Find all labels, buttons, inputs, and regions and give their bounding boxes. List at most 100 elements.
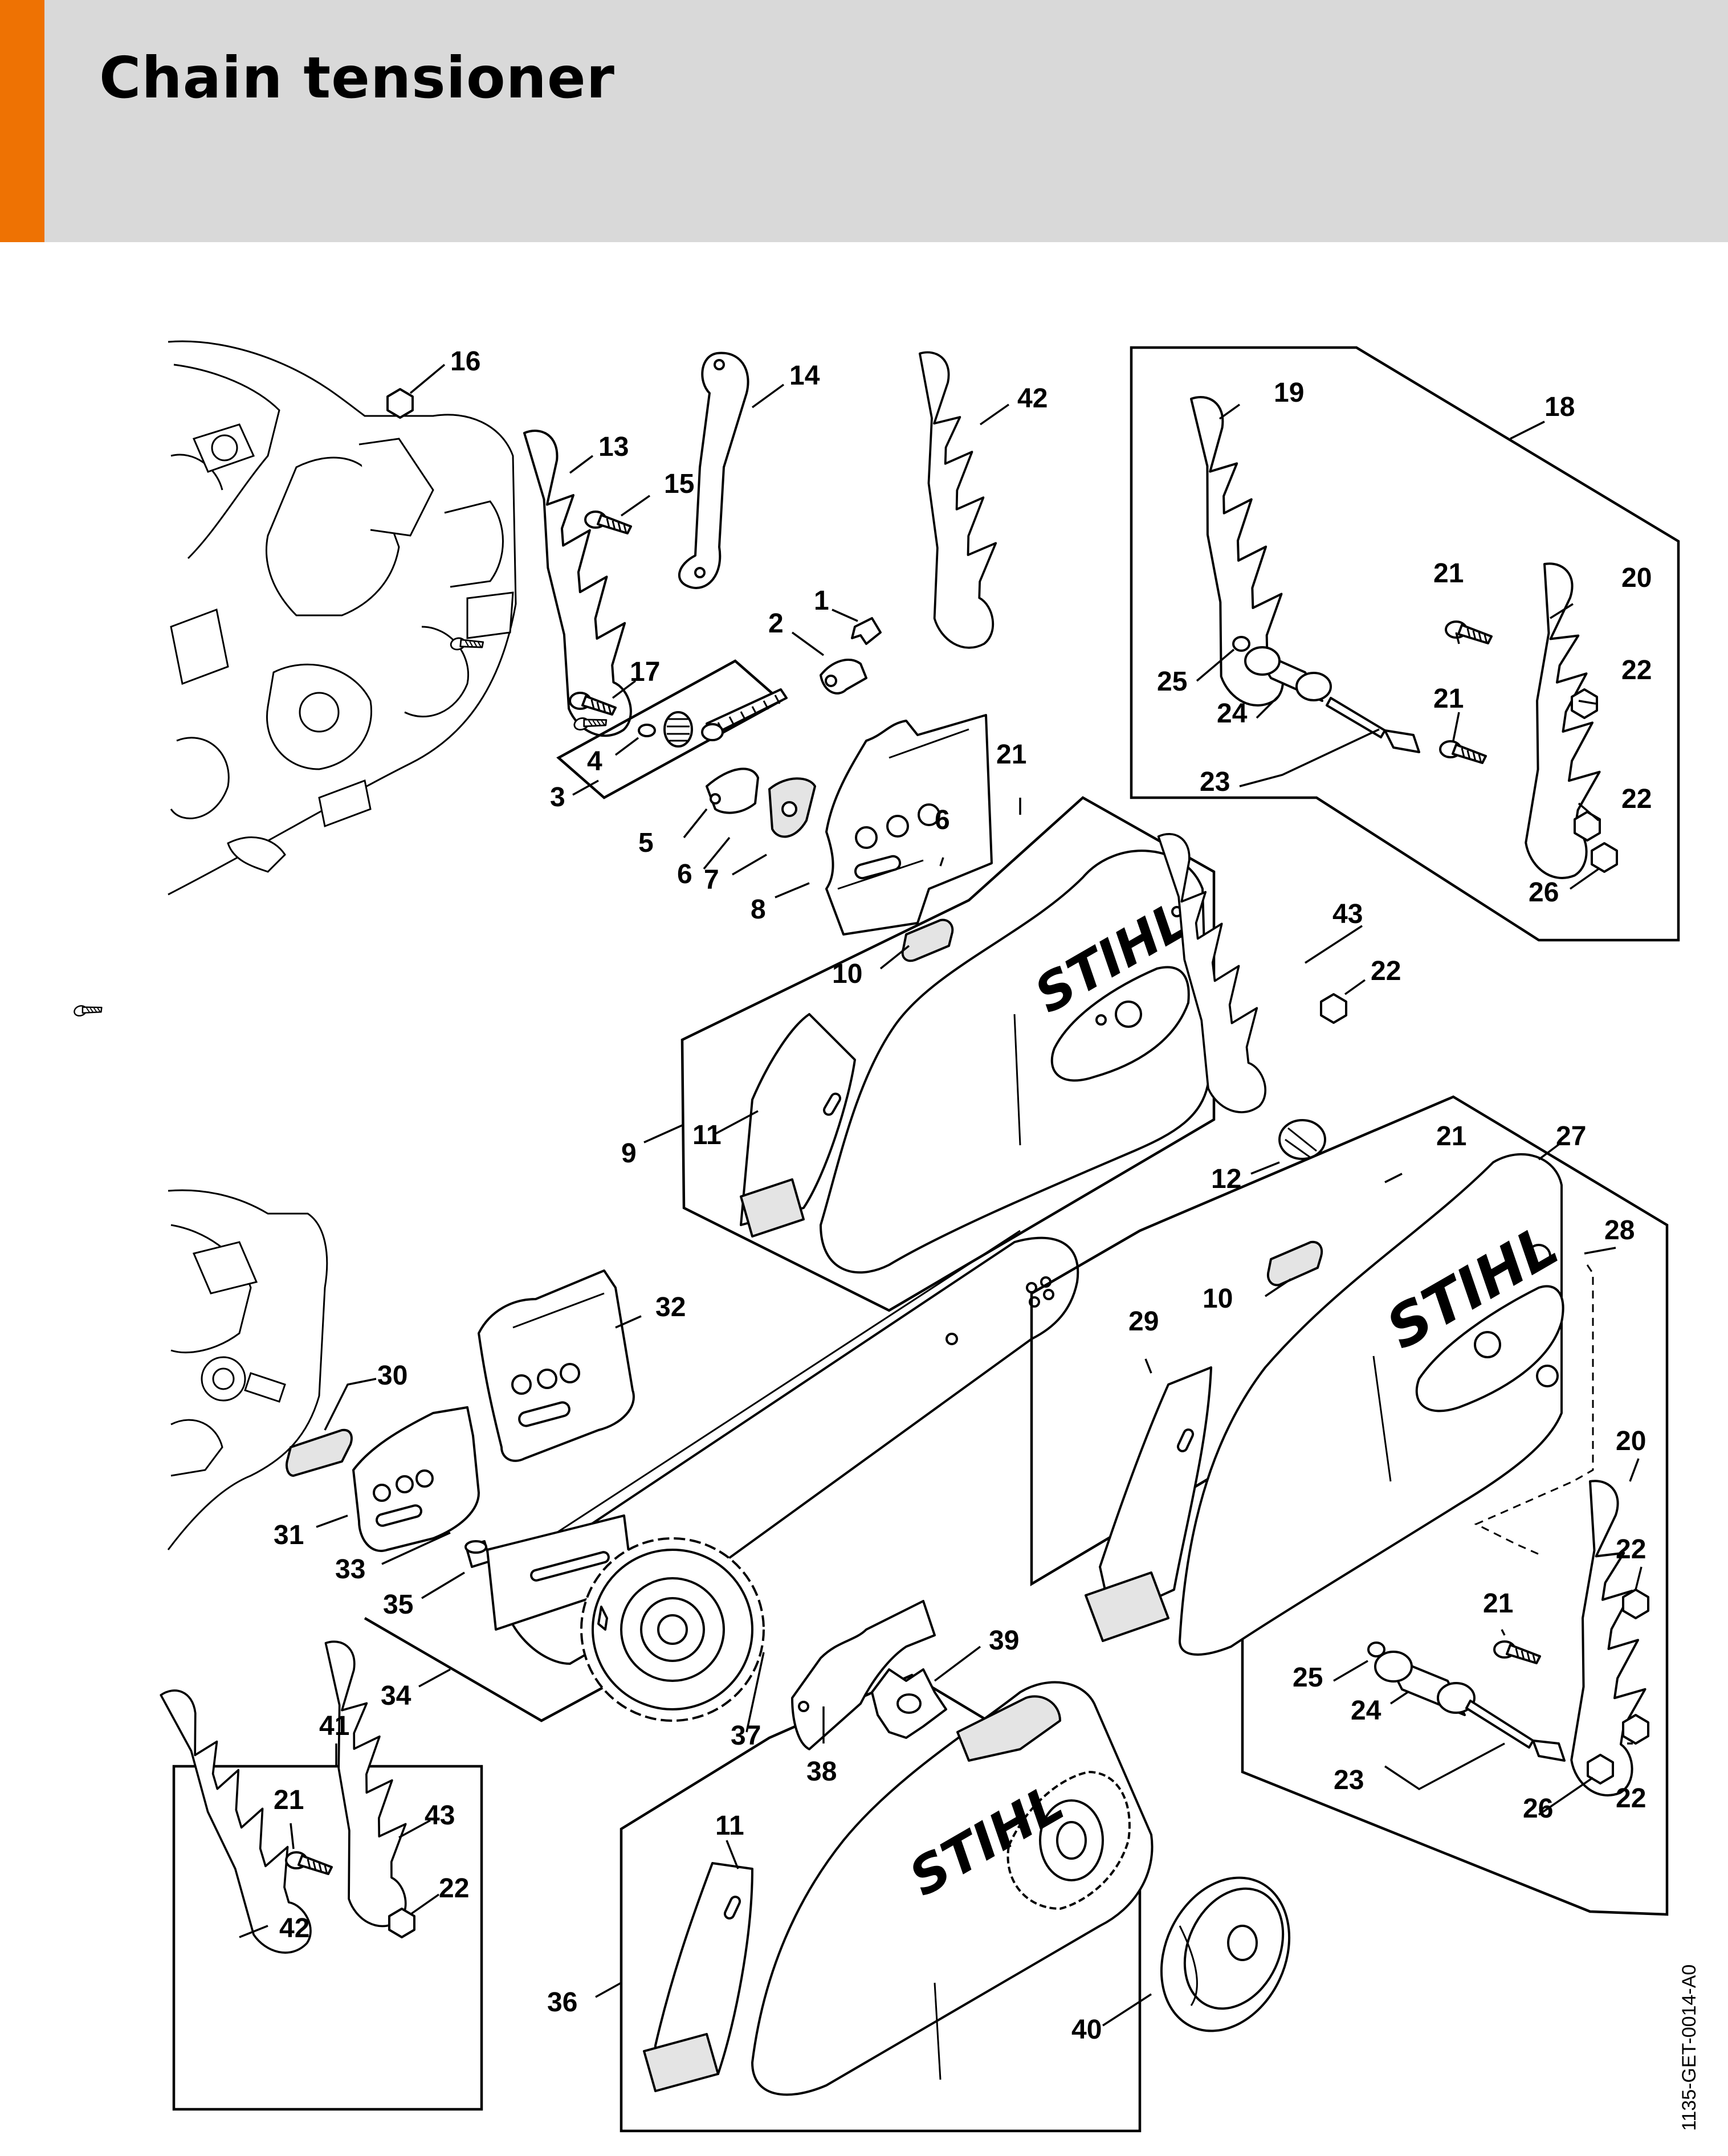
drawing-code: 1135-GET-0014-A0 xyxy=(1678,1964,1700,2131)
part-32-outer-plate xyxy=(478,1269,635,1462)
callout-34: 34 xyxy=(381,1681,411,1711)
callout-3: 3 xyxy=(550,782,565,812)
part-25-washer-b xyxy=(1367,1642,1385,1657)
callout-38: 38 xyxy=(806,1757,837,1787)
callout-31: 31 xyxy=(274,1520,304,1550)
part-9-sprocket-cover: STIHL xyxy=(820,850,1209,1274)
callout-4: 4 xyxy=(587,746,602,777)
part-15-screw xyxy=(584,511,632,534)
callout-43-top: 43 xyxy=(1332,899,1363,929)
callout-21-kit: 21 xyxy=(274,1785,304,1815)
callout-14: 14 xyxy=(789,361,820,391)
callout-25-top: 25 xyxy=(1157,667,1187,697)
callout-24-lower: 24 xyxy=(1351,1696,1381,1726)
callout-22-top-a: 22 xyxy=(1371,956,1401,986)
callout-26-lower: 26 xyxy=(1523,1794,1553,1824)
callout-12: 12 xyxy=(1211,1164,1241,1194)
part-38-deflector xyxy=(791,1600,936,1750)
part-11-chain-catcher-top xyxy=(740,1013,856,1238)
callout-18: 18 xyxy=(1544,392,1575,422)
page-title: Chain tensioner xyxy=(99,44,615,111)
part-36-sprocket-cover: STIHL xyxy=(751,1681,1154,2096)
callout-40: 40 xyxy=(1071,2015,1102,2045)
callout-29: 29 xyxy=(1128,1306,1159,1337)
callout-22-lower-d: 22 xyxy=(1616,1534,1646,1565)
callout-numbers: 16 14 42 13 15 17 19 18 20 21 22 25 21 2… xyxy=(274,346,1652,2045)
callout-9: 9 xyxy=(621,1138,637,1169)
part-21-screw-c xyxy=(1493,1640,1541,1664)
leader-lines xyxy=(239,364,1643,2027)
part-20-bumper-spike-lower xyxy=(1562,1479,1664,1799)
callout-13: 13 xyxy=(598,432,629,462)
part-5-tensioner-slide xyxy=(706,767,759,814)
callout-35: 35 xyxy=(383,1590,413,1620)
part-4-washer xyxy=(638,724,656,737)
callout-5: 5 xyxy=(638,828,654,858)
callout-20-top: 20 xyxy=(1621,563,1652,593)
callout-21-lower-a: 21 xyxy=(1436,1121,1466,1152)
part-1-clip xyxy=(851,617,882,645)
callout-30: 30 xyxy=(377,1361,407,1391)
callout-6-left: 6 xyxy=(677,859,692,889)
callout-15: 15 xyxy=(664,469,694,499)
callout-39: 39 xyxy=(989,1626,1019,1656)
callout-42-kit: 42 xyxy=(279,1913,309,1943)
part-40-adjusting-cap xyxy=(1160,1876,1291,2032)
callout-43-kit: 43 xyxy=(425,1800,455,1831)
callout-19: 19 xyxy=(1274,378,1304,408)
part-22-nut-kit xyxy=(388,1908,415,1938)
callout-25-lower: 25 xyxy=(1293,1663,1323,1693)
part-23-bolt-b xyxy=(1465,1700,1566,1762)
part-36-kit-frame xyxy=(620,1673,1142,2133)
callout-10-lower: 10 xyxy=(1203,1284,1233,1314)
callout-21-cover: 21 xyxy=(996,740,1026,770)
callout-22-kit: 22 xyxy=(439,1873,469,1904)
part-adjusting-screw xyxy=(701,688,788,741)
part-18-kit-frame xyxy=(1130,346,1680,942)
part-26-nut-a xyxy=(1591,842,1618,873)
part-sprocket-wheel xyxy=(580,1537,765,1722)
part-10-slider-lower xyxy=(1267,1240,1323,1287)
callout-32: 32 xyxy=(655,1292,686,1322)
engine-housing-lower xyxy=(167,1189,328,1550)
part-24-spacer-a xyxy=(1244,646,1332,702)
part-22-nut-d xyxy=(1622,1589,1649,1619)
callout-41: 41 xyxy=(319,1711,349,1741)
part-24-spacer-b xyxy=(1374,1651,1476,1716)
callout-36: 36 xyxy=(547,1987,577,2018)
callout-23-top: 23 xyxy=(1200,767,1230,797)
part-39-star-knob xyxy=(871,1668,947,1739)
callout-42-top: 42 xyxy=(1017,383,1048,414)
engine-housing-upper xyxy=(168,340,517,896)
callout-6-right: 6 xyxy=(935,805,950,835)
callout-11-lower: 11 xyxy=(715,1811,744,1841)
part-25-washer-a xyxy=(1232,636,1250,652)
callout-1: 1 xyxy=(814,586,829,616)
callout-22-top-c: 22 xyxy=(1621,784,1652,814)
part-23-bolt-a xyxy=(1326,697,1420,753)
callout-2: 2 xyxy=(768,609,784,639)
callout-22-top-b: 22 xyxy=(1621,655,1652,685)
callout-28: 28 xyxy=(1604,1215,1635,1246)
part-35-spacer xyxy=(464,1540,491,1568)
callout-7: 7 xyxy=(704,865,719,895)
callout-33: 33 xyxy=(335,1554,365,1585)
part-33-screw xyxy=(72,998,104,1022)
part-gear xyxy=(663,711,693,748)
callout-21-top-b: 21 xyxy=(1433,684,1464,714)
part-22-nut-a xyxy=(1320,993,1347,1024)
callout-17: 17 xyxy=(630,657,660,687)
callout-22-lower-e: 22 xyxy=(1616,1783,1646,1814)
part-29-chain-catcher-lower xyxy=(1085,1366,1212,1642)
part-30-slider xyxy=(286,1428,353,1477)
part-21-screw-a xyxy=(1445,620,1493,644)
part-22-nut-e xyxy=(1622,1714,1649,1745)
callout-24-top: 24 xyxy=(1217,699,1248,729)
part-20-bumper-spike-top xyxy=(1516,562,1619,882)
callout-20-lower: 20 xyxy=(1616,1426,1646,1456)
part-12-collar-nut xyxy=(1278,1119,1326,1160)
part-22-nut-c xyxy=(1574,811,1601,842)
callout-27: 27 xyxy=(1556,1121,1586,1152)
callout-10-top: 10 xyxy=(832,959,862,989)
part-42-bumper-spike xyxy=(918,349,1001,651)
